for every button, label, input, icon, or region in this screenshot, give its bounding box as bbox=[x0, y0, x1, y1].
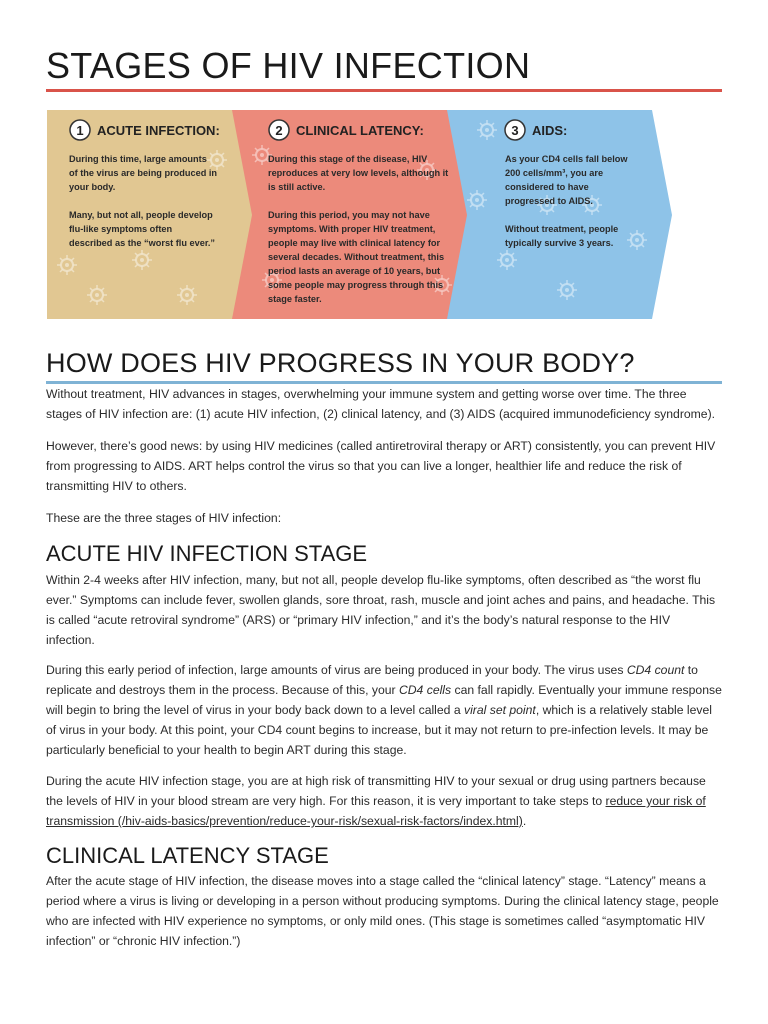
stage2-description-line: period lasts an average of 10 years, but bbox=[268, 266, 440, 276]
stage3-panel bbox=[442, 110, 672, 319]
stage3-number-badge bbox=[504, 119, 526, 141]
stage3-number: 3 bbox=[511, 123, 518, 138]
stage1-description-line: Many, but not all, people develop bbox=[69, 210, 213, 220]
stage1-description-line: described as the “worst flu ever.” bbox=[69, 238, 215, 248]
stage2-description-line: is still active. bbox=[268, 182, 325, 192]
stage3-heading: AIDS: bbox=[532, 123, 567, 138]
stage3-description-line: considered to have bbox=[505, 182, 589, 192]
stage2-panel bbox=[227, 110, 467, 319]
heading-acute-stage: ACUTE HIV INFECTION STAGE bbox=[46, 541, 368, 566]
paragraph-stages-lead: These are the three stages of HIV infect… bbox=[46, 511, 282, 525]
stage2-number: 2 bbox=[275, 123, 282, 138]
page-title: STAGES OF HIV INFECTION bbox=[46, 45, 531, 86]
stage2-description-line: some people may progress through this bbox=[268, 280, 443, 290]
reduce-risk-link[interactable]: reduce your risk of transmission (/hiv-a… bbox=[46, 794, 706, 828]
text-segment: During this early period of infection, l… bbox=[46, 663, 627, 677]
paragraph-acute-symptoms: Within 2-4 weeks after HIV infection, ma… bbox=[46, 573, 716, 647]
section-divider bbox=[46, 381, 722, 384]
stage3-description-line: Without treatment, people bbox=[505, 224, 618, 234]
title-divider bbox=[46, 89, 722, 92]
term-cd4-count: CD4 count bbox=[626, 663, 685, 677]
section-heading-progress: HOW DOES HIV PROGRESS IN YOUR BODY? bbox=[46, 348, 635, 378]
stage2-description-line: reproduces at very low levels, although … bbox=[268, 168, 448, 178]
stage2-description-line: During this stage of the disease, HIV bbox=[268, 154, 428, 164]
stage2-description-line: stage faster. bbox=[268, 294, 322, 304]
stage3-description-line: progressed to AIDS. bbox=[505, 196, 593, 206]
stage1-description-line: flu-like symptoms often bbox=[69, 224, 173, 234]
stage2-description-line: During this period, you may not have bbox=[268, 210, 430, 220]
stage2-description-line: symptoms. With proper HIV treatment, bbox=[268, 224, 435, 234]
stage1-number-badge bbox=[69, 119, 91, 141]
stage1-description-line: your body. bbox=[69, 182, 115, 192]
paragraph-acute-early-period: During this early period of infection, l… bbox=[46, 660, 722, 760]
stage2-number-badge bbox=[268, 119, 290, 141]
stage1-description: During this time, large amounts of the vi… bbox=[69, 154, 217, 248]
stage2-heading: CLINICAL LATENCY: bbox=[296, 123, 424, 138]
paragraph-latency: After the acute stage of HIV infection, … bbox=[46, 874, 719, 948]
stages-infographic: 1 ACUTE INFECTION: During this time, lar… bbox=[47, 110, 672, 319]
stage3-description-line: typically survive 3 years. bbox=[505, 238, 613, 248]
stage3-description-line: As your CD4 cells fall below bbox=[505, 154, 628, 164]
text-segment: , which is a relatively stable level of … bbox=[46, 703, 712, 757]
text-segment: . bbox=[522, 814, 527, 828]
stage1-panel bbox=[47, 110, 252, 319]
stage1-description-line: During this time, large amounts bbox=[69, 154, 207, 164]
stage1-description-line: of the virus are being produced in bbox=[69, 168, 217, 178]
stage2-description-line: several decades. Without treatment, this bbox=[268, 252, 444, 262]
stage2-description-line: people may live with clinical latency fo… bbox=[268, 238, 440, 248]
stage1-heading: ACUTE INFECTION: bbox=[97, 123, 220, 138]
paragraph-good-news: However, there’s good news: by using HIV… bbox=[46, 439, 716, 493]
stage3-description: As your CD4 cells fall below 200 cells/mm… bbox=[505, 154, 628, 248]
stage3-description-line: 200 cells/mm³, you are bbox=[505, 168, 603, 178]
text-segment: can fall rapidly. Eventually your immune… bbox=[46, 683, 722, 717]
term-viral-set-point: viral set point bbox=[464, 703, 536, 717]
text-segment: to replicate and destroys them in the pr… bbox=[46, 663, 698, 697]
heading-clinical-latency-stage: CLINICAL LATENCY STAGE bbox=[46, 843, 329, 868]
stage1-number: 1 bbox=[76, 123, 83, 138]
term-cd4-cells: CD4 cells bbox=[398, 683, 452, 697]
paragraph-acute-transmission: During the acute HIV infection stage, yo… bbox=[46, 771, 722, 831]
text-segment: During the acute HIV infection stage, yo… bbox=[46, 774, 706, 808]
paragraph-intro: Without treatment, HIV advances in stage… bbox=[46, 387, 716, 421]
stage2-description: During this stage of the disease, HIV rep… bbox=[268, 154, 448, 304]
